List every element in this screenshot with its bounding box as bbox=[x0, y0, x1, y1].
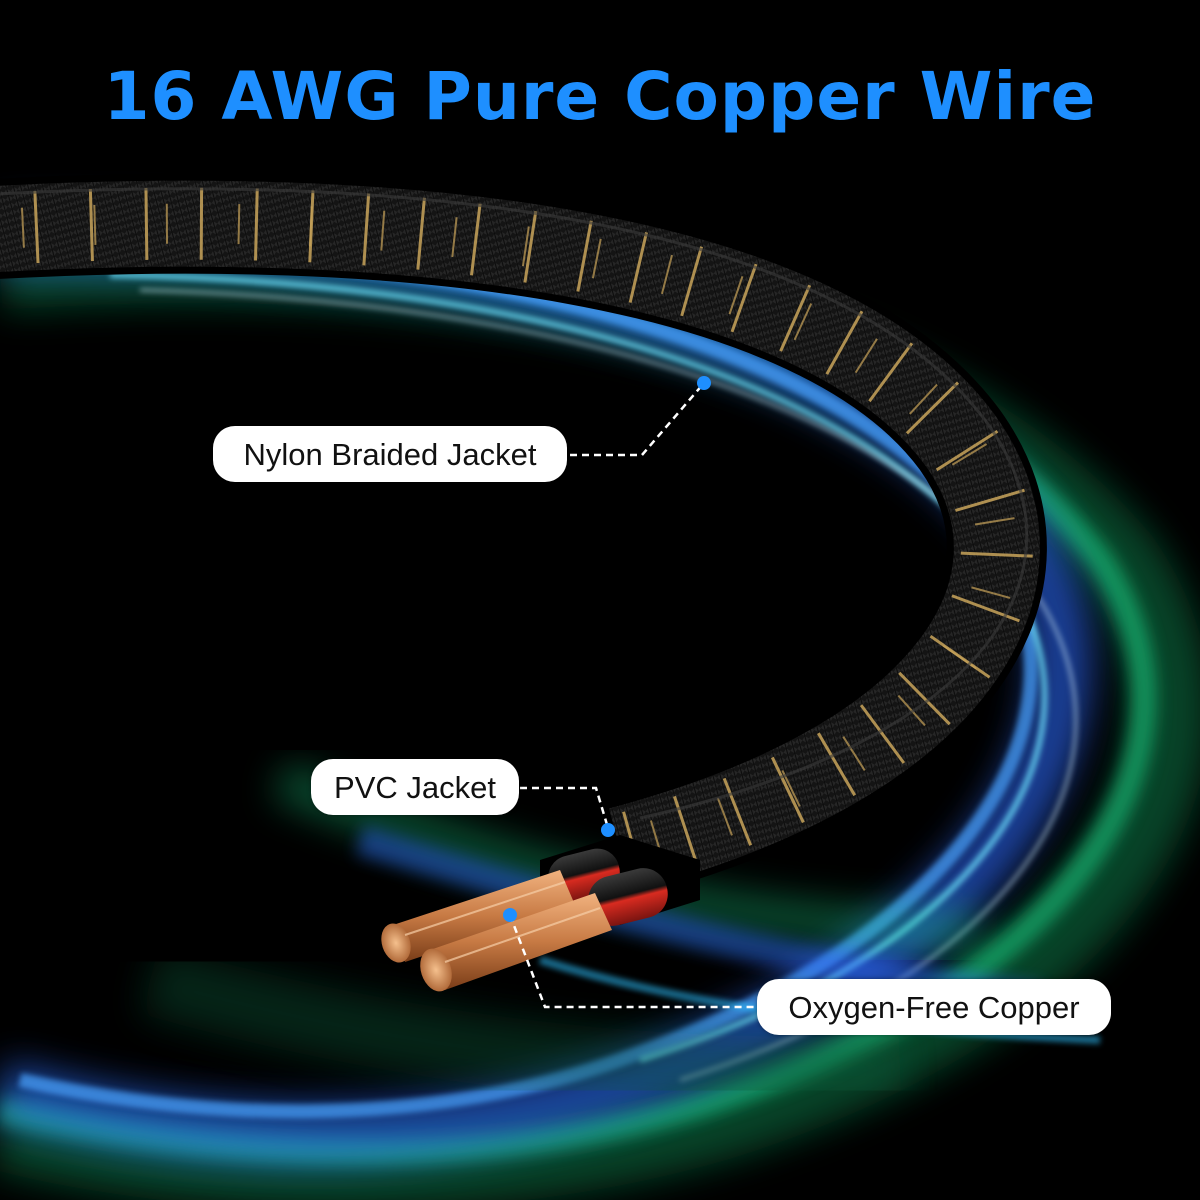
pvc-jacket-label: PVC Jacket bbox=[311, 759, 519, 815]
pvc-marker-dot bbox=[601, 823, 615, 837]
callout-lines bbox=[508, 382, 755, 1009]
callout-markers bbox=[503, 376, 711, 922]
nylon-marker-dot bbox=[697, 376, 711, 390]
braided-cable bbox=[0, 173, 1047, 899]
copper-marker-dot bbox=[503, 908, 517, 922]
nylon-braided-jacket-label: Nylon Braided Jacket bbox=[213, 426, 567, 482]
headline: 16 AWG Pure Copper Wire bbox=[103, 58, 1097, 135]
oxygen-free-copper-label: Oxygen-Free Copper bbox=[757, 979, 1111, 1035]
